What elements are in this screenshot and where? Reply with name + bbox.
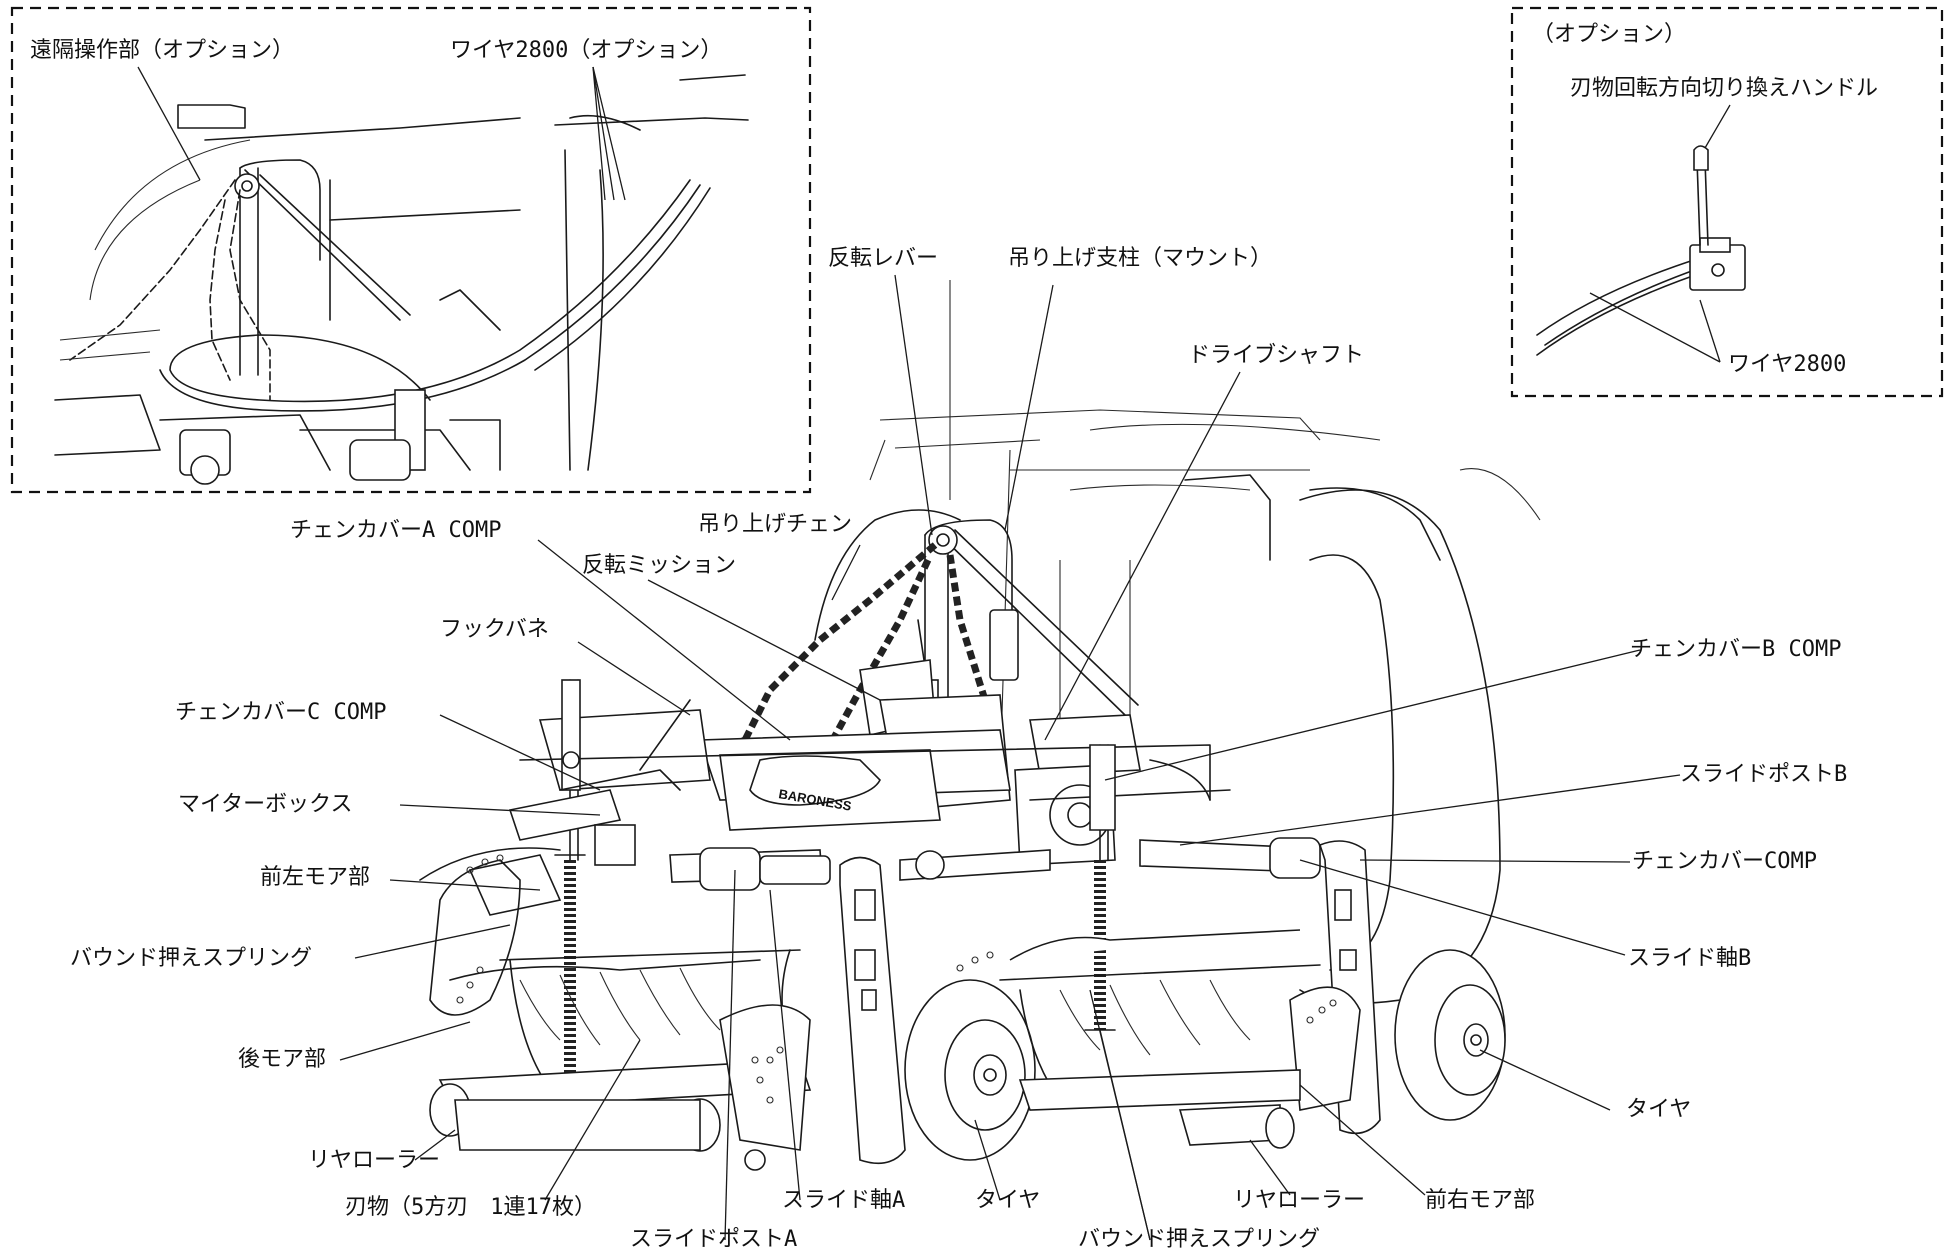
inset-option-drawing (1536, 145, 1746, 356)
label-reverse-mission: 反転ミッション (582, 553, 737, 578)
shafts (669, 837, 1321, 891)
label-lift-post: 吊り上げ支柱（マウント） (1008, 246, 1273, 271)
slide-posts (839, 840, 1381, 1165)
leader-lines (137, 66, 1731, 1241)
label-chain-cover-b: チェンカバーB COMP (1630, 637, 1842, 662)
label-chain-cover: チェンカバーCOMP (1632, 849, 1817, 874)
label-slide-post-a: スライドポストA (630, 1227, 798, 1252)
label-rear-roller-left: リヤローラー (308, 1148, 441, 1173)
label-wire-option: ワイヤ2800（オプション） (450, 38, 723, 63)
label-lift-chain: 吊り上げチェン (698, 512, 853, 537)
label-rear-mower: 後モア部 (238, 1047, 327, 1072)
label-chain-cover-a: チェンカバーA COMP (290, 518, 502, 543)
label-remote-unit: 遠隔操作部（オプション） (30, 38, 295, 63)
center-tire (904, 979, 1036, 1161)
inset-remote-drawing (54, 74, 749, 485)
label-slide-shaft-b: スライド軸B (1628, 946, 1752, 971)
label-hook-spring: フックバネ (440, 617, 549, 642)
label-slide-post-b: スライドポストB (1680, 762, 1848, 787)
cover-frame: BARONESS (519, 709, 1231, 831)
label-reverse-lever: 反転レバー (828, 246, 939, 271)
right-mower (956, 929, 1361, 1149)
label-tire-right: タイヤ (1626, 1097, 1692, 1122)
label-front-left-mower: 前左モア部 (260, 865, 371, 890)
inset-option-box (1510, 6, 1944, 398)
label-front-right-mower: 前右モア部 (1425, 1188, 1536, 1213)
label-rear-roller-right: リヤローラー (1233, 1188, 1366, 1213)
inset-remote-box (10, 6, 812, 494)
left-mower (419, 789, 812, 1171)
label-option-header: （オプション） (1532, 22, 1687, 47)
label-chain-cover-c: チェンカバーC COMP (175, 700, 387, 725)
label-blade-handle: 刃物回転方向切り換えハンドル (1570, 76, 1879, 101)
label-blade: 刃物（5方刃 1連17枚） (345, 1195, 596, 1220)
label-bound-spring-right: バウンド押えスプリング (1078, 1227, 1321, 1252)
label-drive-shaft: ドライブシャフト (1188, 343, 1365, 368)
hook-post (559, 679, 1116, 866)
label-bound-spring-left: バウンド押えスプリング (70, 946, 313, 971)
label-tire-center: タイヤ (975, 1188, 1041, 1213)
right-tire (1394, 949, 1506, 1121)
label-miter-box: マイターボックス (178, 792, 353, 817)
tractor-background (814, 280, 1541, 1005)
label-slide-shaft-a: スライド軸A (782, 1188, 906, 1213)
label-wire-2800: ワイヤ2800 (1728, 352, 1847, 377)
